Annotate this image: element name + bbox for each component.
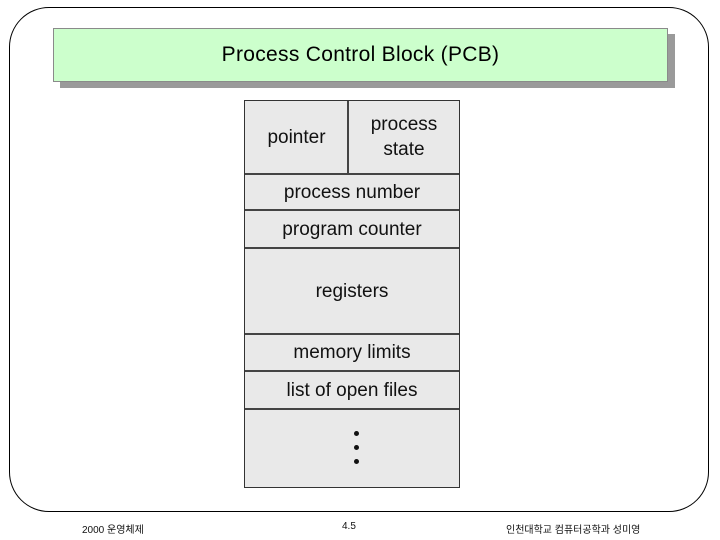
slide-title: Process Control Block (PCB): [221, 43, 500, 66]
pcb-row-label: memory limits: [293, 342, 411, 363]
pcb-cell-pointer: pointer: [245, 101, 348, 173]
pcb-divider-vertical: [347, 101, 349, 173]
footer-page-number: 4.5: [342, 521, 356, 532]
pcb-row-label: registers: [315, 280, 389, 302]
pcb-cell-open-files: list of open files: [245, 372, 459, 408]
pcb-process-state-line2: state: [383, 139, 425, 160]
ellipsis-dot: [354, 431, 359, 436]
pcb-row-label: process number: [283, 181, 421, 203]
pcb-divider: [245, 209, 459, 211]
pcb-row-label: list of open files: [286, 379, 418, 401]
slide-title-box: Process Control Block (PCB): [53, 28, 668, 82]
pcb-divider: [245, 333, 459, 335]
ellipsis-dot: [354, 445, 359, 450]
pcb-row-label: program counter: [282, 218, 422, 240]
pcb-divider: [245, 247, 459, 249]
pcb-cell-process-state: process state: [349, 101, 459, 173]
pcb-cell-program-counter: program counter: [245, 211, 459, 247]
slide-frame: [9, 7, 709, 512]
footer-left: 2000 운영체제: [82, 525, 144, 536]
pcb-cell-registers: registers: [245, 249, 459, 333]
pcb-divider: [245, 408, 459, 410]
pcb-ellipsis: [354, 431, 359, 464]
ellipsis-dot: [354, 459, 359, 464]
pcb-pointer-label: pointer: [267, 126, 326, 148]
pcb-process-state-line1: process: [370, 114, 438, 135]
pcb-divider: [245, 370, 459, 372]
pcb-cell-memory-limits: memory limits: [245, 335, 459, 370]
pcb-cell-process-number: process number: [245, 175, 459, 209]
footer-right: 인천대학교 컴퓨터공학과 성미영: [506, 525, 641, 536]
pcb-diagram: pointer process state process number pro…: [244, 100, 460, 488]
pcb-divider: [245, 173, 459, 175]
